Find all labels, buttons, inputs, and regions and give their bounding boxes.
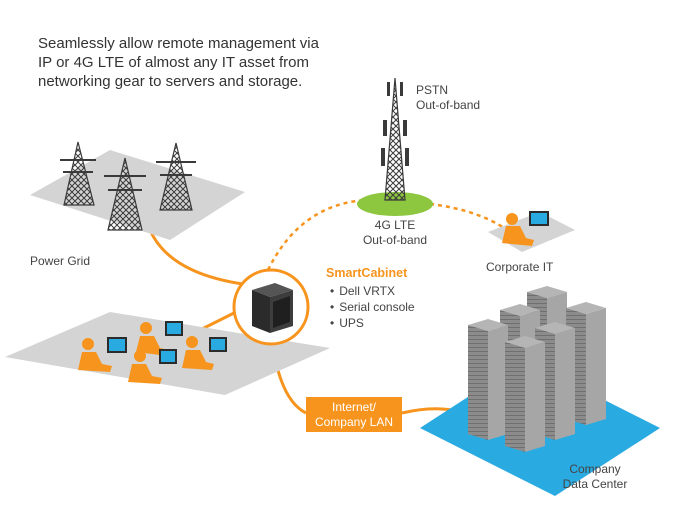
smartcabinet-title: SmartCabinet	[326, 266, 408, 280]
cell-tower-icon	[381, 77, 409, 201]
person-at-desk-icon	[128, 349, 177, 384]
datacenter-label-line1: Company	[569, 462, 621, 476]
person-at-desk-icon	[78, 337, 127, 372]
smartcabinet-item: UPS	[330, 315, 415, 331]
lte-link-left	[266, 198, 366, 271]
datacenter-label-line2: Data Center	[562, 477, 628, 491]
datacenter-label: Company Data Center	[552, 462, 638, 492]
power-grid-link	[148, 229, 251, 287]
person-at-desk-icon	[182, 336, 227, 370]
internet-lan-line1: Internet/	[331, 399, 377, 414]
lte-label-line2: Out-of-band	[362, 233, 428, 247]
transmission-tower-icon	[156, 142, 196, 211]
cabinet-icon	[252, 283, 293, 333]
pstn-label-line1: PSTN	[416, 83, 449, 97]
lte-label-line1: 4G LTE	[374, 218, 416, 232]
smartcabinet-item: Dell VRTX	[330, 283, 415, 299]
smartcabinet-items: Dell VRTX Serial console UPS	[330, 283, 415, 331]
internet-lan-box: Internet/ Company LAN	[306, 397, 402, 432]
headline-line: networking gear to servers and storage.	[38, 73, 303, 90]
person-at-desk-icon	[488, 211, 575, 252]
corporate-it-label: Corporate IT	[486, 260, 554, 274]
server-rack-icon	[505, 336, 545, 452]
headline-line: Seamlessly allow remote management via	[38, 35, 319, 52]
transmission-tower-icon	[60, 141, 96, 206]
lte-label: 4G LTE Out-of-band	[354, 218, 436, 248]
internet-lan-line2: Company LAN	[314, 414, 394, 429]
power-grid-label: Power Grid	[30, 254, 91, 268]
headline-line: IP or 4G LTE of almost any IT asset from	[38, 54, 309, 71]
headline-text: Seamlessly allow remote management via I…	[38, 34, 358, 91]
transmission-tower-icon	[104, 157, 146, 231]
lte-link-right	[429, 202, 511, 234]
server-rack-icon	[468, 319, 508, 440]
lte-disc	[357, 192, 433, 216]
pstn-label: PSTN Out-of-band	[416, 83, 480, 113]
pstn-label-line2: Out-of-band	[416, 98, 481, 112]
smartcabinet-item: Serial console	[330, 299, 414, 315]
